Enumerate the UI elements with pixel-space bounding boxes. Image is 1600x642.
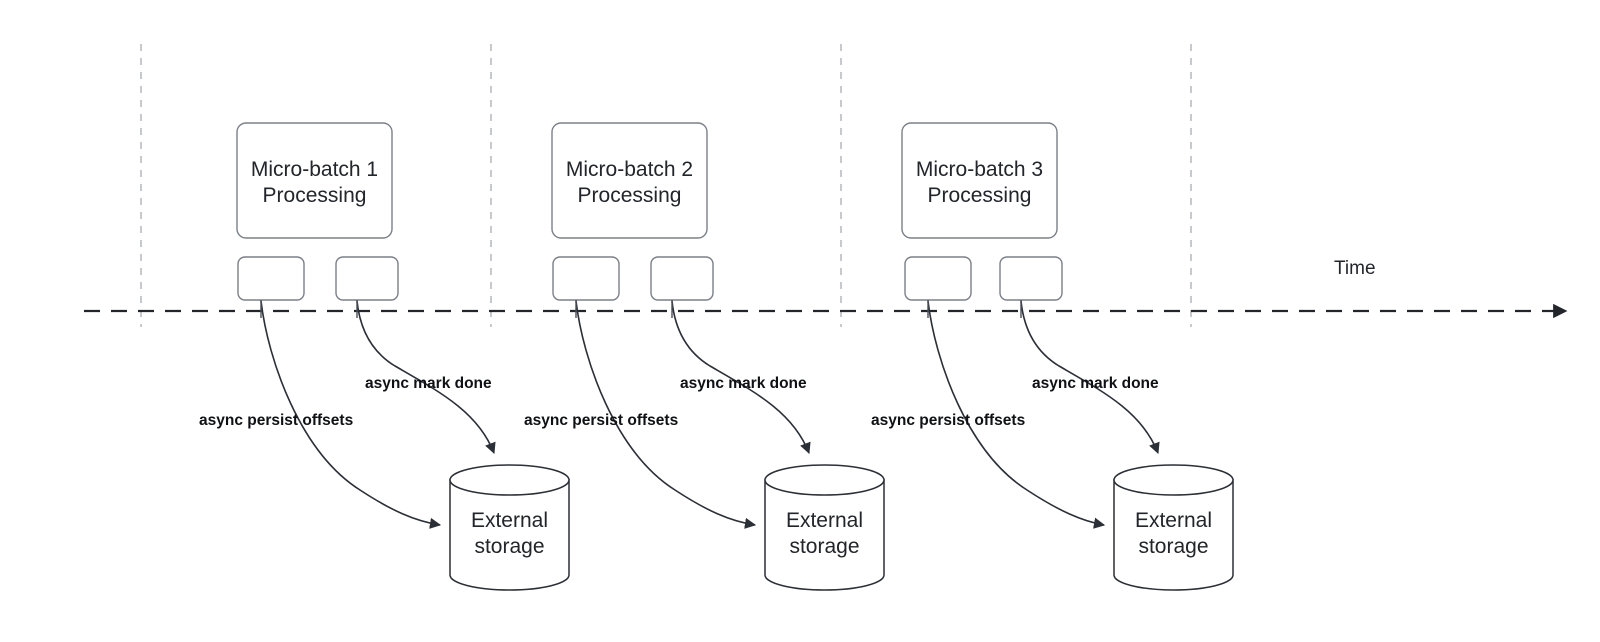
cylinder-top xyxy=(449,464,570,496)
storage-label-line1: External xyxy=(786,509,863,532)
external-storage-cylinder[interactable]: External storage xyxy=(449,464,570,591)
cylinder-body xyxy=(1113,479,1234,591)
micro-batch-label-line1: Micro-batch 1 xyxy=(251,158,378,181)
micro-batch-label-line2: Processing xyxy=(263,184,367,207)
micro-batch-box[interactable] xyxy=(901,122,1058,239)
edge-async-persist-offsets-2 xyxy=(575,300,757,529)
edge-async-persist-offsets-1-label: async persist offsets xyxy=(199,412,353,429)
micro-batch-label-line1: Micro-batch 2 xyxy=(566,158,693,181)
micro-batch-label-line2: Processing xyxy=(578,184,682,207)
edge-labels-layer: async persist offsets async mark done asyn… xyxy=(199,375,1159,429)
edge-async-mark-done-2 xyxy=(671,300,811,455)
task-box-2b[interactable] xyxy=(650,256,714,301)
cylinder-top xyxy=(1113,464,1234,496)
edge-async-persist-offsets-1 xyxy=(260,300,442,529)
task-box-2a[interactable] xyxy=(552,256,620,301)
edge-async-persist-offsets-3 xyxy=(927,300,1106,529)
storage-label-line1: External xyxy=(1135,509,1212,532)
storage-label-line2: storage xyxy=(1138,535,1208,558)
edge-async-persist-offsets-2-label: async persist offsets xyxy=(524,412,678,429)
external-storage-cylinder[interactable]: External storage xyxy=(764,464,885,591)
task-box-3b[interactable] xyxy=(999,256,1063,301)
micro-batch-box[interactable] xyxy=(236,122,393,239)
task-box-1a[interactable] xyxy=(237,256,305,301)
guide-lines-group xyxy=(140,44,1192,327)
batch-groups-layer: Micro-batch 1ProcessingExternalstorageMi… xyxy=(236,122,1234,591)
edge-async-mark-done-1 xyxy=(356,300,496,455)
cylinder-top xyxy=(764,464,885,496)
micro-batch-box[interactable] xyxy=(551,122,708,239)
storage-label-line2: storage xyxy=(474,535,544,558)
micro-batch-label-line2: Processing xyxy=(928,184,1032,207)
time-axis-label: Time xyxy=(1334,258,1376,279)
micro-batch-label-line1: Micro-batch 3 xyxy=(916,158,1043,181)
cylinder-body xyxy=(764,479,885,591)
edge-async-mark-done-1-label: async mark done xyxy=(365,375,492,392)
storage-label-line2: storage xyxy=(789,535,859,558)
external-storage-cylinder[interactable]: External storage xyxy=(1113,464,1234,591)
edge-async-mark-done-3 xyxy=(1020,300,1160,455)
edge-async-persist-offsets-3-label: async persist offsets xyxy=(871,412,1025,429)
edge-async-mark-done-2-label: async mark done xyxy=(680,375,807,392)
storage-label-line1: External xyxy=(471,509,548,532)
cylinder-body xyxy=(449,479,570,591)
task-box-1b[interactable] xyxy=(335,256,399,301)
task-box-3a[interactable] xyxy=(904,256,972,301)
edge-async-mark-done-3-label: async mark done xyxy=(1032,375,1159,392)
